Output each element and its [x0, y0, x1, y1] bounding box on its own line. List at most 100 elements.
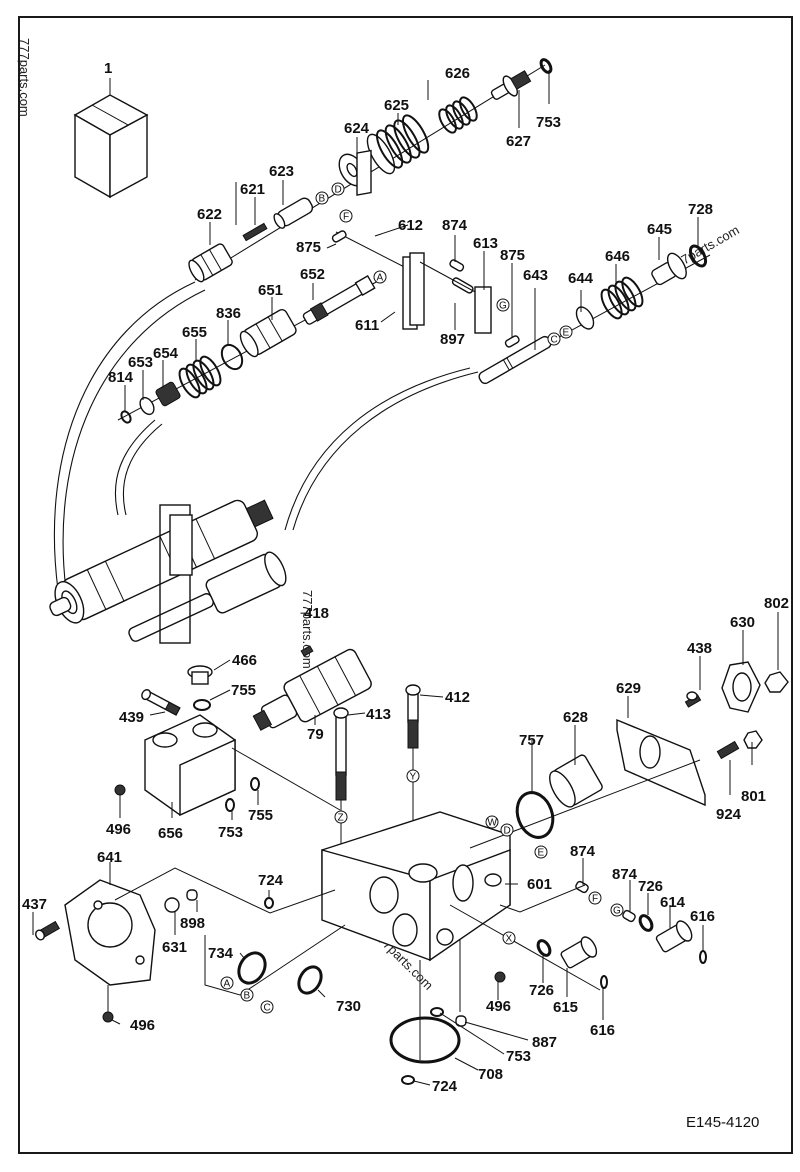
ref-marker: W [485, 815, 499, 829]
part-label-802[interactable]: 802 [764, 595, 789, 612]
ref-marker: G [610, 903, 624, 917]
part-label-413[interactable]: 413 [366, 706, 391, 723]
part-label-728[interactable]: 728 [688, 201, 713, 218]
svg-text:C: C [551, 335, 558, 346]
part-label-627[interactable]: 627 [506, 133, 531, 150]
part-label-726[interactable]: 726 [529, 982, 554, 999]
part-label-708[interactable]: 708 [478, 1066, 503, 1083]
part-label-631[interactable]: 631 [162, 939, 187, 956]
part-label-874[interactable]: 874 [570, 843, 596, 860]
part-label-625[interactable]: 625 [384, 97, 409, 114]
svg-text:Y: Y [410, 772, 417, 783]
part-label-836[interactable]: 836 [216, 305, 241, 322]
part-label-753[interactable]: 753 [536, 114, 561, 131]
ref-marker: Y [406, 769, 420, 783]
svg-text:B: B [319, 194, 326, 205]
part-label-496[interactable]: 496 [106, 821, 131, 838]
svg-text:A: A [224, 979, 231, 990]
part-label-496[interactable]: 496 [486, 998, 511, 1015]
part-label-622[interactable]: 622 [197, 206, 222, 223]
ref-marker: C [547, 332, 561, 346]
ref-marker: G [496, 298, 510, 312]
part-label-655[interactable]: 655 [182, 324, 207, 341]
part-label-624[interactable]: 624 [344, 120, 370, 137]
part-label-439[interactable]: 439 [119, 709, 144, 726]
part-label-437[interactable]: 437 [22, 896, 47, 913]
part-label-875[interactable]: 875 [500, 247, 525, 264]
part-label-875[interactable]: 875 [296, 239, 321, 256]
check-valves [449, 880, 707, 991]
part-label-611[interactable]: 611 [355, 317, 379, 334]
part-label-1[interactable]: 1 [104, 60, 112, 77]
middle-spool-assembly [117, 274, 381, 424]
svg-text:C: C [264, 1003, 271, 1014]
part-label-614[interactable]: 614 [660, 894, 686, 911]
svg-text:D: D [335, 185, 342, 196]
part-label-755[interactable]: 755 [231, 682, 256, 699]
part-label-874[interactable]: 874 [442, 217, 468, 234]
part-label-613[interactable]: 613 [473, 235, 498, 252]
part-label-628[interactable]: 628 [563, 709, 588, 726]
svg-text:E: E [538, 848, 545, 859]
part-label-924[interactable]: 924 [716, 806, 742, 823]
part-label-626[interactable]: 626 [445, 65, 470, 82]
part-label-898[interactable]: 898 [180, 915, 205, 932]
part-label-601[interactable]: 601 [527, 876, 552, 893]
part-label-616[interactable]: 616 [690, 908, 715, 925]
ref-marker: B [315, 191, 329, 205]
part-label-612[interactable]: 612 [398, 217, 423, 234]
svg-text:F: F [343, 212, 349, 223]
part-label-645[interactable]: 645 [647, 221, 672, 238]
ref-marker: F [339, 209, 353, 223]
part-label-615[interactable]: 615 [553, 999, 578, 1016]
part-label-651[interactable]: 651 [258, 282, 283, 299]
watermark: 777parts.com [300, 590, 315, 669]
part-label-656[interactable]: 656 [158, 825, 183, 842]
part-label-654[interactable]: 654 [153, 345, 179, 362]
svg-text:G: G [499, 301, 507, 312]
part-label-641[interactable]: 641 [97, 849, 122, 866]
part-label-496[interactable]: 496 [130, 1017, 155, 1034]
part-label-801[interactable]: 801 [741, 788, 766, 805]
part-label-630[interactable]: 630 [730, 614, 755, 631]
assembled-spool-view [49, 499, 287, 644]
part-label-644[interactable]: 644 [568, 270, 594, 287]
part-label-753[interactable]: 753 [506, 1048, 531, 1065]
ref-marker: E [534, 845, 548, 859]
part-label-874[interactable]: 874 [612, 866, 638, 883]
part-label-466[interactable]: 466 [232, 652, 257, 669]
main-valve-block [321, 811, 511, 1060]
part-label-79[interactable]: 79 [307, 726, 324, 743]
ref-marker: E [559, 325, 573, 339]
part-label-629[interactable]: 629 [616, 680, 641, 697]
svg-text:X: X [506, 934, 513, 945]
part-label-653[interactable]: 653 [128, 354, 153, 371]
part-label-724[interactable]: 724 [432, 1078, 458, 1095]
part-label-643[interactable]: 643 [523, 267, 548, 284]
ref-marker: B [240, 988, 254, 1002]
part-label-652[interactable]: 652 [300, 266, 325, 283]
right-spool-assembly [478, 244, 711, 385]
part-label-755[interactable]: 755 [248, 807, 273, 824]
ref-marker: F [588, 891, 602, 905]
part-label-623[interactable]: 623 [269, 163, 294, 180]
part-label-412[interactable]: 412 [445, 689, 470, 706]
part-label-734[interactable]: 734 [208, 945, 234, 962]
part-label-730[interactable]: 730 [336, 998, 361, 1015]
part-label-621[interactable]: 621 [240, 181, 265, 198]
part-label-646[interactable]: 646 [605, 248, 630, 265]
ref-marker: A [220, 976, 234, 990]
part-label-753[interactable]: 753 [218, 824, 243, 841]
ref-marker: Z [334, 810, 348, 824]
svg-text:A: A [377, 273, 384, 284]
part-label-438[interactable]: 438 [687, 640, 712, 657]
part-label-757[interactable]: 757 [519, 732, 544, 749]
part-label-726[interactable]: 726 [638, 878, 663, 895]
part-label-418[interactable]: 418 [304, 605, 329, 622]
part-label-814[interactable]: 814 [108, 369, 134, 386]
end-cap-assembly [469, 661, 789, 849]
part-label-887[interactable]: 887 [532, 1034, 557, 1051]
part-label-616[interactable]: 616 [590, 1022, 615, 1039]
part-label-897[interactable]: 897 [440, 331, 465, 348]
part-label-724[interactable]: 724 [258, 872, 284, 889]
